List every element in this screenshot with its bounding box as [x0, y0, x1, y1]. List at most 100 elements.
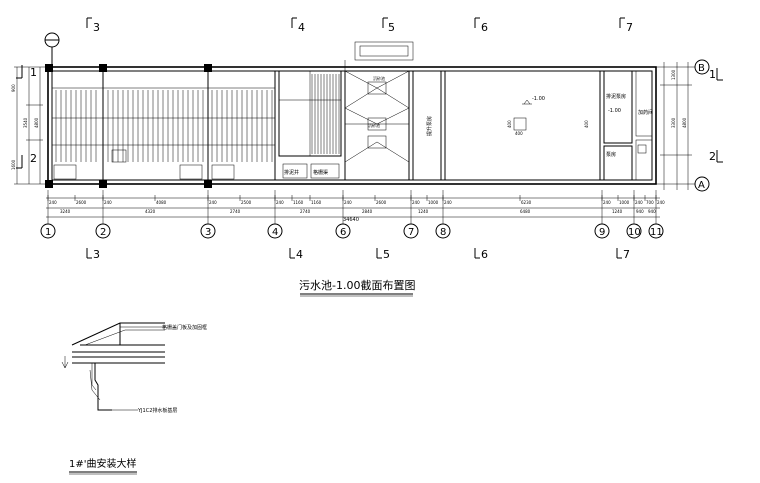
regulating-tank: -1.00 400 400 400	[444, 70, 601, 181]
section-mark-3-top: 3	[86, 17, 100, 34]
svg-text:排泥井: 排泥井	[284, 169, 299, 176]
dim-value: 240	[635, 200, 643, 205]
dim-value: 4320	[145, 209, 156, 214]
section-mark-6-top: 6	[474, 17, 488, 34]
svg-text:格栅渠: 格栅渠	[313, 169, 328, 176]
svg-text:3540: 3540	[23, 117, 28, 128]
svg-text:400: 400	[507, 120, 512, 128]
axis-bubble	[40, 223, 56, 239]
svg-text:4: 4	[296, 248, 303, 261]
svg-text:沉砂池: 沉砂池	[368, 122, 380, 128]
svg-text:6: 6	[481, 21, 488, 34]
svg-text:沉砂池: 沉砂池	[373, 75, 385, 81]
axis-bubble	[95, 223, 111, 239]
dim-value: 240	[276, 200, 284, 205]
dim-value: 6230	[521, 200, 532, 205]
dim-value: 4080	[156, 200, 167, 205]
svg-text:YJ1C2排水板基层: YJ1C2排水板基层	[137, 407, 177, 414]
svg-text:4800: 4800	[34, 117, 39, 128]
dim-value: 1240	[612, 209, 623, 214]
svg-text:1: 1	[30, 66, 37, 79]
axis-bubble	[403, 223, 419, 239]
section-marks-top: 3 4 5 6 7	[86, 17, 633, 34]
pump-zone: 排泥井 格栅渠	[278, 70, 342, 179]
svg-text:7: 7	[626, 21, 633, 34]
dim-value: 2500	[241, 200, 252, 205]
column	[99, 64, 107, 72]
svg-text:7: 7	[623, 248, 630, 261]
axis-number: 1	[45, 227, 51, 238]
axis-number: 11	[650, 227, 663, 238]
svg-text:3: 3	[93, 248, 100, 261]
svg-text:-1.00: -1.00	[608, 108, 621, 114]
dim-value: 1000	[428, 200, 439, 205]
svg-text:3300: 3300	[671, 117, 676, 128]
dim-total: 34640	[343, 217, 359, 223]
left-dimension-chain: 900 3540 4800 1600	[11, 66, 48, 185]
install-detail: 格栅盖门板及加固框 YJ1C2排水板基层	[61, 322, 207, 414]
column	[45, 180, 53, 188]
axis-number: 2	[100, 227, 106, 238]
svg-text:1300: 1300	[671, 69, 676, 80]
right-rooms: 排泥泵房 -1.00 泵房 加药间	[603, 70, 653, 181]
axis-bubble	[594, 223, 610, 239]
dim-value: 700	[646, 200, 654, 205]
detail-title-block: 1#'曲安装大样	[69, 457, 137, 475]
axis-number: 8	[440, 227, 446, 238]
svg-text:400: 400	[515, 131, 523, 136]
dim-value: 940	[648, 209, 656, 214]
svg-text:5: 5	[383, 248, 390, 261]
svg-text:1600: 1600	[11, 159, 16, 170]
section-mark-5-top: 5	[382, 17, 395, 34]
axis-number: 10	[628, 227, 641, 238]
svg-text:3: 3	[93, 21, 100, 34]
svg-text:提升泵房: 提升泵房	[426, 116, 433, 136]
axis-bubble-A	[694, 176, 710, 192]
svg-text:2: 2	[30, 152, 37, 165]
section-mark-7-top: 7	[619, 17, 633, 34]
dim-value: 2740	[300, 209, 311, 214]
dim-value: 2740	[230, 209, 241, 214]
section-mark-3-bottom: 3	[86, 248, 100, 261]
pump-bars	[311, 74, 340, 154]
axis-bubble	[267, 223, 283, 239]
detail-title: 1#'曲安装大样	[69, 457, 137, 470]
column	[45, 64, 53, 72]
dim-value: 940	[636, 209, 644, 214]
tank-outline	[47, 66, 657, 185]
grit-chamber: 沉砂池 沉砂池	[344, 41, 414, 181]
svg-text:4: 4	[298, 21, 305, 34]
side-mark-2-left: 2	[16, 152, 37, 169]
axis-number: 7	[408, 227, 414, 238]
dim-value: 1160	[293, 200, 304, 205]
dim-value: 1240	[418, 209, 429, 214]
section-mark-5-bottom: 5	[376, 248, 390, 261]
section-mark-7-bottom: 7	[616, 248, 630, 261]
svg-text:加药间: 加药间	[638, 109, 653, 116]
dim-value: 240	[603, 200, 611, 205]
side-mark-1-right: 1	[709, 68, 723, 81]
grille-bars	[55, 90, 273, 162]
side-marks: 1 2 1 2	[16, 65, 723, 169]
svg-text:5: 5	[388, 21, 395, 34]
drawing-title-block: 污水池-1.00截面布置图	[299, 278, 415, 297]
column	[99, 180, 107, 188]
axis-bubble	[200, 223, 216, 239]
drawing-title: 污水池-1.00截面布置图	[299, 278, 415, 292]
dim-value: 240	[104, 200, 112, 205]
grille-zone-left	[52, 71, 276, 180]
dim-value: 3240	[60, 209, 71, 214]
svg-text:6: 6	[481, 248, 488, 261]
section-mark-6-bottom: 6	[474, 248, 488, 261]
room-7-8: 提升泵房	[412, 70, 442, 181]
svg-text:2: 2	[709, 150, 716, 163]
svg-text:900: 900	[11, 84, 16, 92]
dim-value: 240	[444, 200, 452, 205]
dim-value: 1160	[311, 200, 322, 205]
axis-number: 9	[599, 227, 605, 238]
